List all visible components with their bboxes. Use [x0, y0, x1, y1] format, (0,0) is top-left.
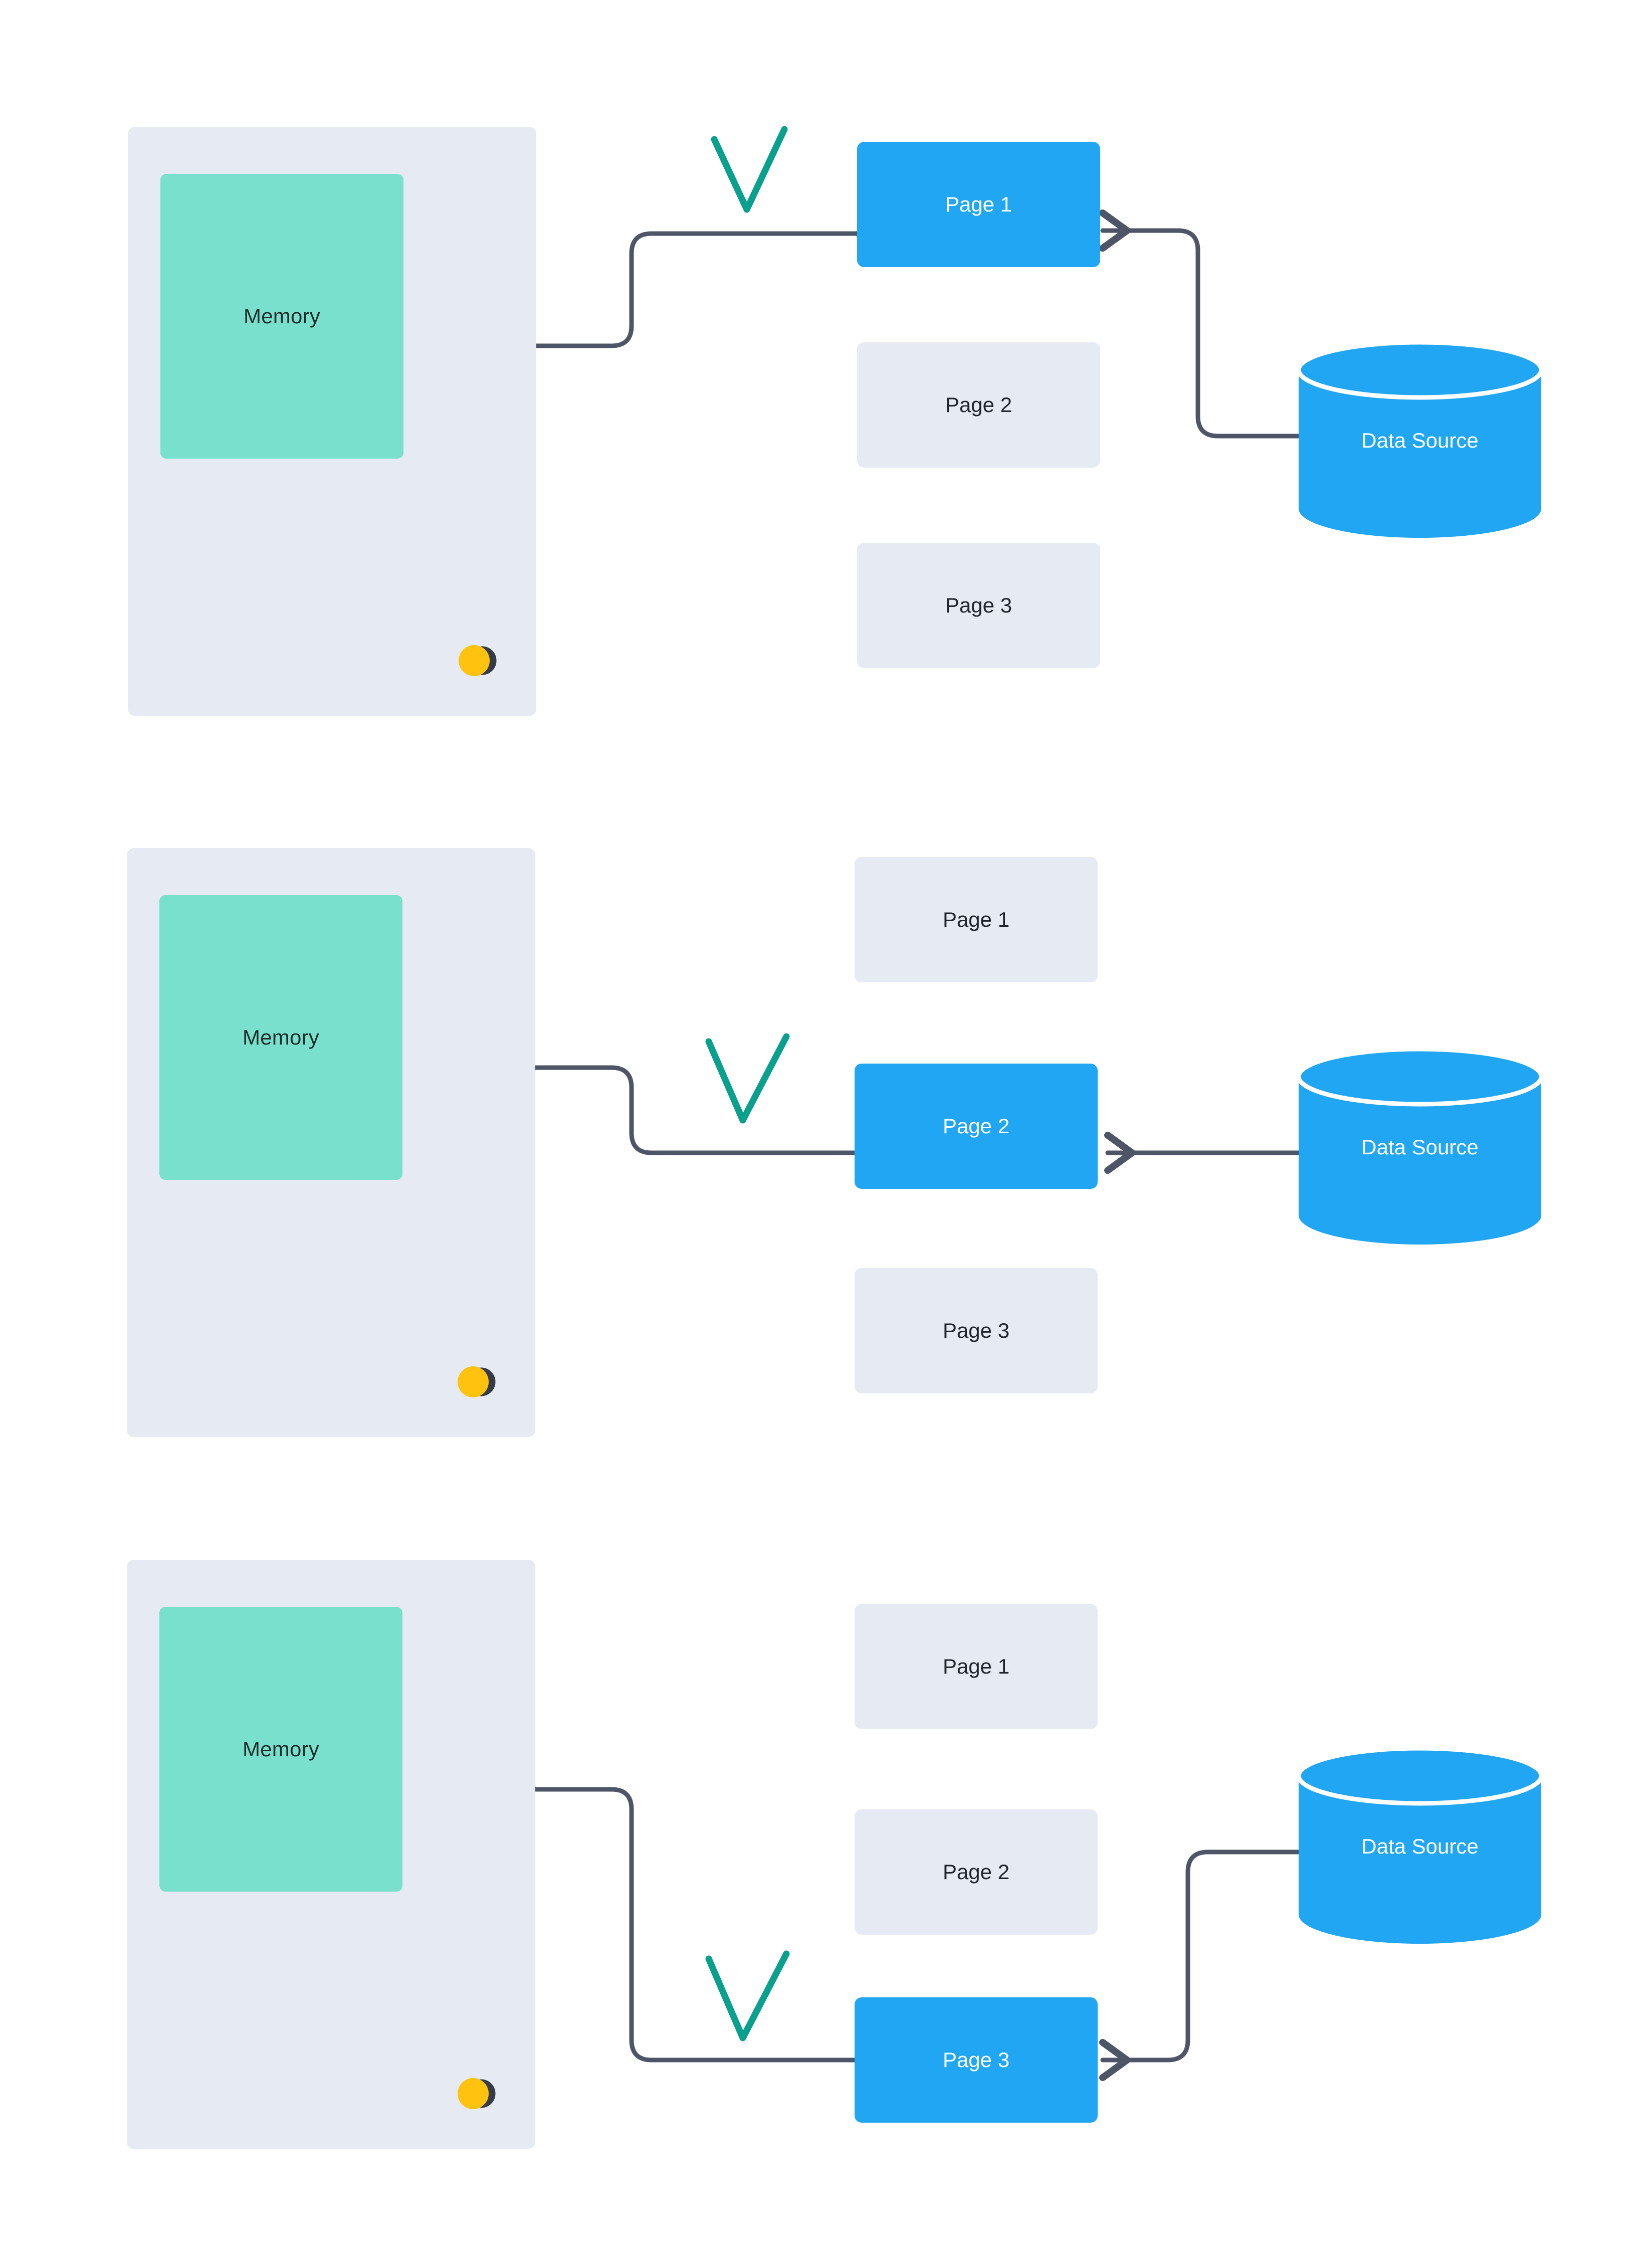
- page-card-label: Page 1: [945, 192, 1012, 216]
- memory-panel-1: Memory: [128, 127, 536, 716]
- data-source-label: Data Source: [1361, 1135, 1479, 1159]
- page-card-2-3[interactable]: Page 3: [855, 1268, 1098, 1393]
- page-card-label: Page 3: [942, 1319, 1010, 1342]
- memory-box-1[interactable]: Memory: [160, 174, 403, 459]
- brand-logo-icon: [458, 2070, 504, 2118]
- page-card-label: Page 1: [942, 908, 1010, 931]
- page-card-2-1[interactable]: Page 1: [855, 857, 1098, 982]
- page-card-label: Page 3: [942, 2048, 1010, 2072]
- database-cylinder-icon: [1296, 1047, 1544, 1245]
- memory-label: Memory: [243, 1025, 319, 1049]
- page-card-label: Page 3: [945, 593, 1012, 617]
- page-card-label: Page 2: [942, 1114, 1010, 1138]
- connector-datasource-to-page3: [1099, 1849, 1306, 2082]
- page-card-label: Page 2: [945, 393, 1012, 417]
- page-card-3-2[interactable]: Page 2: [855, 1809, 1098, 1935]
- checkmark-icon-panel-2: [705, 1033, 790, 1124]
- memory-panel-3: Memory: [127, 1560, 535, 2149]
- connector-page3-to-memory: [407, 1768, 857, 2063]
- data-source-1[interactable]: Data Source: [1295, 340, 1545, 541]
- connector-page2-to-memory: [407, 1046, 857, 1155]
- connector-datasource-to-page1: [1099, 209, 1306, 439]
- data-source-label: Data Source: [1361, 429, 1479, 452]
- checkmark-icon-panel-1: [711, 126, 788, 213]
- page-card-3-3[interactable]: Page 3: [855, 1997, 1098, 2123]
- memory-label: Memory: [244, 304, 320, 328]
- database-cylinder-icon: [1296, 340, 1544, 538]
- checkmark-icon-panel-3: [705, 1950, 790, 2041]
- data-source-label: Data Source: [1361, 1834, 1479, 1858]
- brand-logo-icon: [459, 637, 505, 685]
- brand-logo-icon: [458, 1358, 504, 1406]
- page-card-3-1[interactable]: Page 1: [855, 1604, 1098, 1729]
- connector-page1-to-memory: [412, 231, 860, 367]
- page-card-1-3[interactable]: Page 3: [857, 543, 1100, 668]
- page-card-1-1[interactable]: Page 1: [857, 142, 1100, 267]
- page-card-label: Page 2: [942, 1860, 1010, 1884]
- data-source-2[interactable]: Data Source: [1295, 1047, 1545, 1248]
- page-card-1-2[interactable]: Page 2: [857, 342, 1100, 468]
- page-card-label: Page 1: [942, 1655, 1010, 1678]
- memory-box-2[interactable]: Memory: [159, 895, 402, 1180]
- database-cylinder-icon: [1296, 1746, 1544, 1944]
- memory-box-3[interactable]: Memory: [159, 1607, 402, 1892]
- memory-label: Memory: [243, 1737, 319, 1761]
- page-card-2-2[interactable]: Page 2: [855, 1064, 1098, 1189]
- data-source-3[interactable]: Data Source: [1295, 1746, 1545, 1947]
- memory-panel-2: Memory: [127, 848, 535, 1437]
